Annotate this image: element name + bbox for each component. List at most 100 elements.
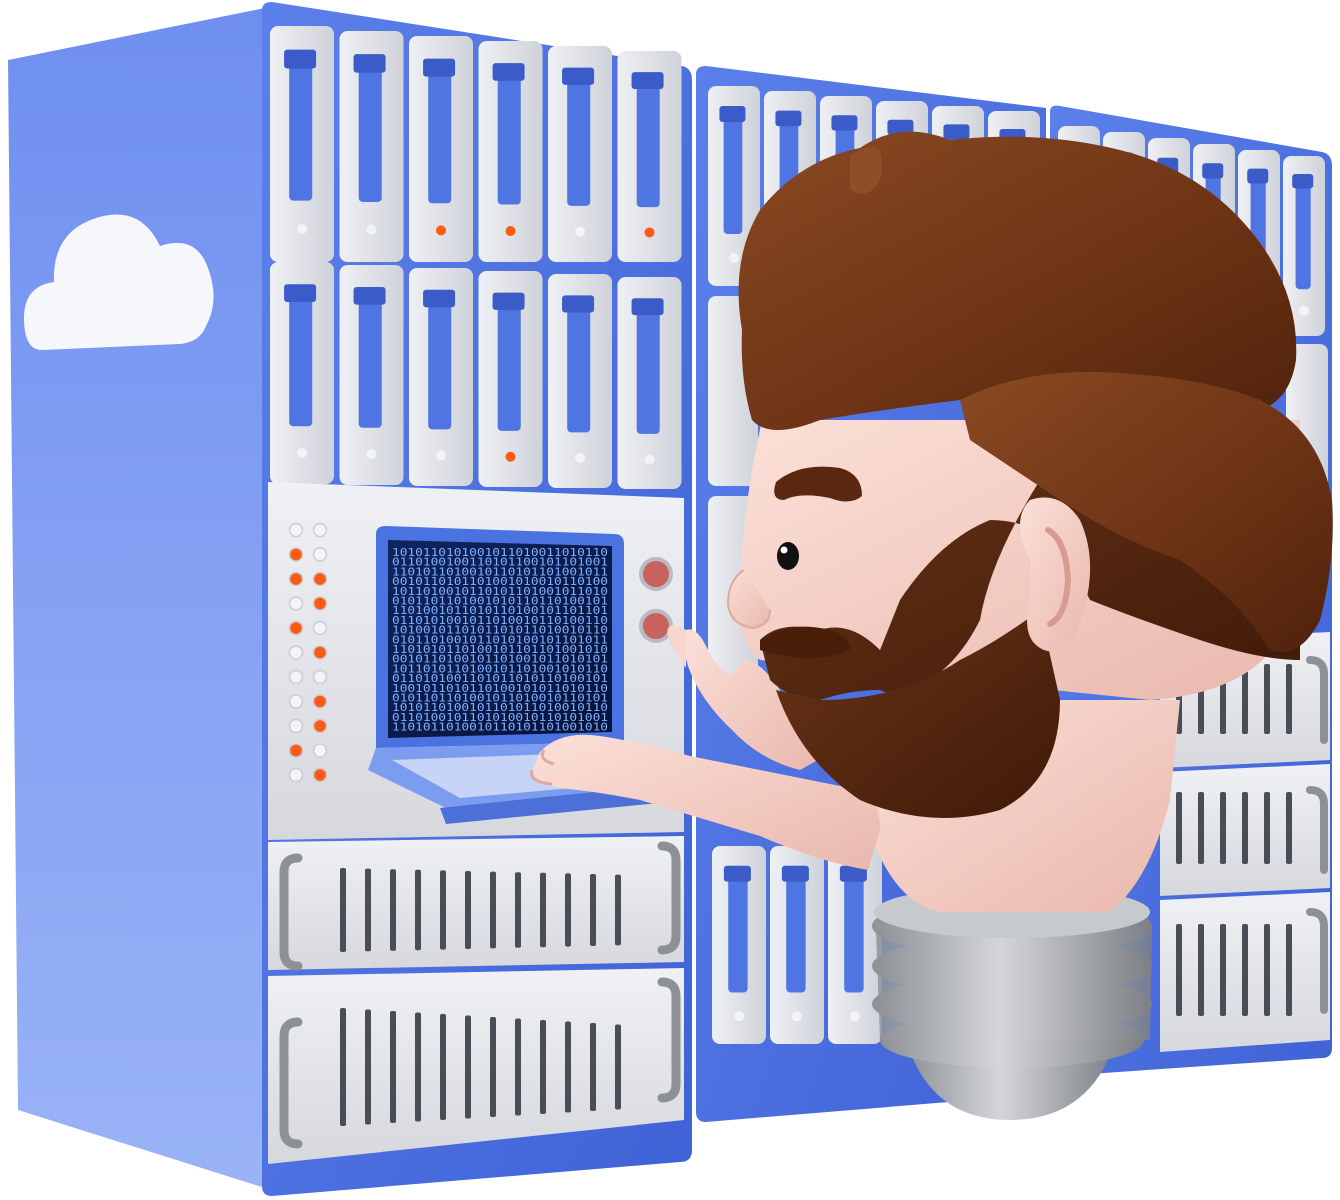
- binary-row: 1010010110101101011010010110: [392, 624, 608, 637]
- rack-side-panel: [8, 8, 265, 1188]
- storage-unit-lower: [268, 968, 684, 1164]
- vent-slot: [1242, 792, 1248, 864]
- red-power-button: [639, 557, 673, 591]
- vent-slot: [1220, 924, 1226, 1016]
- eyebrow: [774, 466, 862, 502]
- drive-status-led: [575, 453, 585, 464]
- drive-status-led: [850, 1011, 860, 1022]
- vent-slot: [1264, 664, 1270, 734]
- status-led: [312, 547, 328, 562]
- vent-slot: [1198, 792, 1204, 864]
- vent-slot: [1264, 792, 1270, 864]
- drive-status-led: [505, 451, 516, 462]
- drive-latch: [786, 869, 806, 993]
- red-reset-button: [639, 609, 673, 643]
- drive-bay: [617, 277, 682, 489]
- binary-row: 1101011010010110101101001011: [392, 565, 608, 578]
- binary-row: 0010110100101101001011010101: [392, 653, 608, 666]
- drive-status-led: [297, 223, 307, 234]
- drive-latch: [567, 71, 591, 206]
- drive-latch: [497, 296, 521, 431]
- vent-slot: [590, 874, 596, 946]
- vent-slot: [1242, 664, 1248, 734]
- drive-bay: [409, 268, 473, 486]
- drive-bay: [270, 262, 334, 484]
- drive-status-led: [575, 226, 585, 237]
- drive-bay: [478, 41, 543, 262]
- left-server-rack: 1010110101001011010011010110011010010011…: [8, 2, 692, 1196]
- status-led: [288, 743, 304, 758]
- binary-row: 0110101001011010010110100110: [392, 614, 608, 627]
- drive-status-led: [644, 454, 655, 465]
- vent-slot: [365, 868, 371, 952]
- handle-icon: [1306, 656, 1328, 744]
- status-led: [288, 596, 304, 611]
- status-led: [312, 571, 328, 587]
- status-led: [288, 620, 304, 636]
- cloud-icon: [24, 214, 214, 350]
- binary-row: 0110101001101011010110100101: [392, 672, 608, 685]
- drive-status-led: [366, 449, 377, 460]
- drive-latch: [728, 869, 748, 993]
- drive-bay: [712, 846, 766, 1044]
- vent-slot: [465, 871, 471, 949]
- drive-bay: [770, 846, 824, 1044]
- handle-icon: [657, 977, 681, 1103]
- drive-latch: [497, 67, 521, 205]
- binary-row: 1010110100101101011010010110: [392, 701, 608, 714]
- drive-status-led: [792, 1011, 802, 1022]
- vent-slot: [390, 869, 396, 951]
- vent-slot: [365, 1009, 371, 1125]
- status-led: [312, 669, 328, 685]
- drive-bay: [548, 274, 612, 488]
- drive-latch: [723, 110, 743, 234]
- status-led: [312, 743, 328, 758]
- vent-slot: [415, 1012, 421, 1122]
- status-led: [312, 596, 328, 611]
- status-led: [312, 694, 328, 709]
- binary-row: 0110100100110101100101101001: [392, 556, 608, 569]
- vent-slot: [515, 872, 521, 948]
- handle-icon: [1306, 908, 1328, 1014]
- drive-latch: [289, 288, 313, 427]
- status-led: [288, 571, 304, 587]
- vent-slot: [540, 1020, 546, 1114]
- storage-unit-upper: [268, 836, 684, 971]
- left-rack-drive-bays: [270, 26, 682, 489]
- beard-lower: [776, 610, 1060, 818]
- drive-bay: [828, 846, 882, 1044]
- drive-latch: [428, 294, 452, 430]
- binary-row: 1101001011010110100101101101: [392, 604, 608, 617]
- vent-slot: [1242, 924, 1248, 1016]
- bearded-character: [529, 131, 1333, 1120]
- binary-row: 0101101001011010100101101011: [392, 633, 608, 646]
- drive-latch: [636, 302, 660, 434]
- binary-row: 0101101101001010110110100101: [392, 595, 608, 608]
- status-led: [312, 645, 328, 660]
- drive-latch: [567, 299, 591, 433]
- drive-latch: [844, 869, 864, 993]
- status-led: [288, 694, 304, 709]
- drive-bay: [270, 26, 334, 262]
- status-led: [312, 522, 328, 538]
- drive-status-led: [1299, 305, 1309, 316]
- vent-slot: [590, 1023, 596, 1111]
- binary-row: 0010110101101001010010110100: [392, 575, 608, 588]
- drive-bay: [708, 86, 760, 286]
- vent-slot: [415, 869, 421, 951]
- handle-icon: [657, 841, 681, 955]
- binary-row: 1101011010010110101101001010: [392, 721, 608, 734]
- drive-bay: [1283, 156, 1325, 336]
- drive-bay: [409, 36, 473, 262]
- status-led: [288, 669, 304, 685]
- vent-slot: [340, 1008, 346, 1126]
- status-led: [288, 767, 304, 783]
- vent-slot: [615, 874, 621, 946]
- vent-slot: [440, 1014, 446, 1120]
- binary-row: 1001011010110100101011010110: [392, 682, 608, 695]
- binary-row: 1011010010110101101001011010: [392, 585, 608, 598]
- vent-slot: [340, 868, 346, 952]
- binary-row: 1101010110100101101101001010: [392, 643, 608, 656]
- drive-latch: [358, 291, 382, 428]
- status-led: [312, 620, 328, 636]
